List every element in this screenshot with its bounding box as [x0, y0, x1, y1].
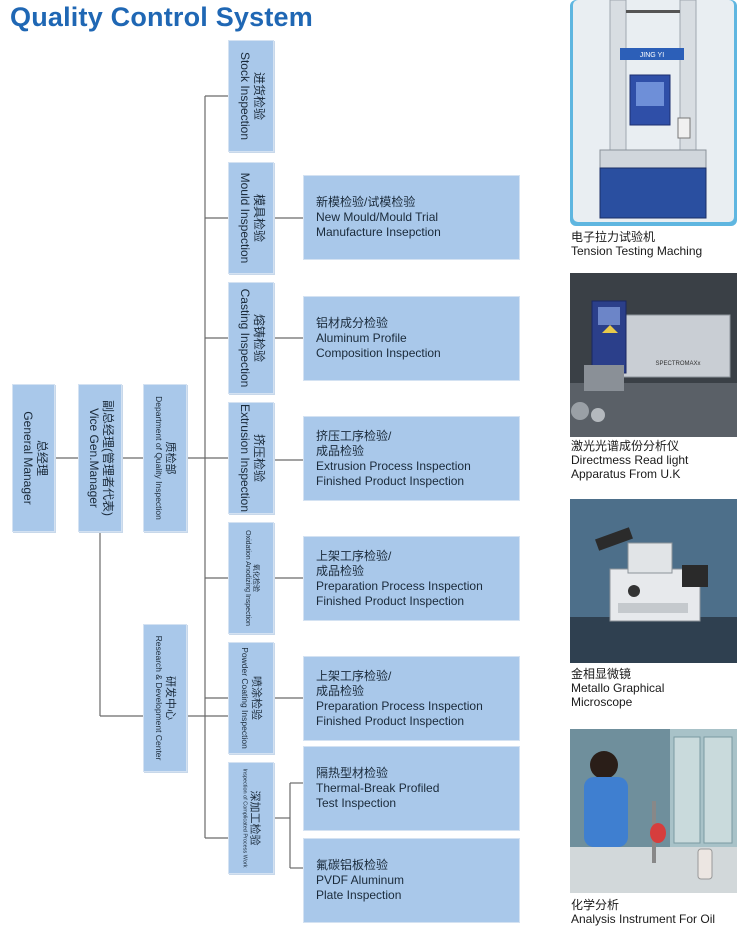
detail-line: Thermal-Break Profiled: [316, 781, 440, 795]
detail-line: 隔热型材检验: [316, 766, 389, 780]
vice-manager-box: 副总经理(管理者代表) Vice Gen.Manager: [78, 384, 122, 532]
rd-center-box: 研发中心 Research & Development Center: [143, 624, 187, 772]
detail-line: Finished Product Inspection: [316, 713, 465, 728]
inspection-en: Oxidation Anodizing Inspection: [244, 530, 251, 626]
detail-mould-box: 新模检验/试模检验 New Mould/Mould Trial Manufact…: [303, 175, 520, 260]
detail-line: 新模检验/试模检验: [316, 195, 416, 209]
detail-line: Finished Product Inspection: [316, 473, 465, 488]
general-manager-box: 总经理 General Manager: [12, 384, 55, 532]
caption-en: Analysis Instrument For Oil: [571, 912, 716, 926]
microscope-photo: [570, 499, 737, 663]
inspection-en: Mould Inspection: [238, 172, 252, 264]
caption-en: Tension Testing Maching: [571, 244, 703, 258]
detail-line: Test Inspection: [316, 796, 397, 810]
inspection-stock-box: 进货检验 Stock Inspection: [228, 40, 274, 152]
detail-line: 铝材成分检验: [316, 316, 389, 330]
inspection-powder-box: 喷涂检验 Powder Coating Inspection: [228, 642, 274, 754]
detail-line: Preparation Process Inspection: [316, 698, 483, 713]
general-manager-zh: 总经理: [34, 439, 49, 477]
detail-line: 成品检验: [316, 563, 365, 578]
inspection-oxidation-box: 氧化检验 Oxidation Anodizing Inspection: [228, 522, 274, 634]
quality-dept-en: Department of Quality Inspection: [154, 396, 165, 520]
inspection-en: Extrusion Inspection: [238, 403, 252, 513]
caption-en: Microscope: [571, 695, 633, 709]
detail-line: Manufacture Insepction: [316, 225, 441, 239]
inspection-casting-box: 熔铸检验 Casting Inspection: [228, 282, 274, 394]
caption-zh: 电子拉力试验机: [571, 230, 656, 244]
detail-line: 氟碳铝板检验: [316, 858, 389, 872]
inspection-mould-box: 模具检验 Mould Inspection: [228, 162, 274, 274]
inspection-zh: 喷涂检验: [250, 676, 263, 720]
inspection-zh: 进货检验: [251, 71, 266, 120]
general-manager-en: General Manager: [20, 411, 35, 505]
caption-en: Directmess Read light: [571, 453, 689, 467]
detail-line: PVDF Aluminum: [316, 873, 405, 887]
caption-zh: 金相显微镜: [571, 667, 632, 681]
detail-line: 成品检验: [316, 443, 365, 458]
spectrometer-label: SPECTROMAXx: [655, 361, 700, 367]
detail-line: Aluminum Profile: [316, 331, 407, 345]
quality-dept-zh: 质检部: [164, 441, 177, 475]
inspection-en: Inspection of Complicated Process Work: [241, 768, 248, 868]
inspection-en: Casting Inspection: [238, 288, 252, 388]
page-title: Quality Control System: [10, 2, 313, 32]
detail-line: 上架工序检验/: [316, 668, 392, 683]
spectrometer-photo: SPECTROMAXx: [570, 273, 737, 437]
inspection-complicated-box: 深加工检验 Inspection of Complicated Process …: [228, 762, 274, 874]
detail-line: 上架工序检验/: [316, 548, 392, 563]
quality-dept-box: 质检部 Department of Quality Inspection: [143, 384, 187, 532]
caption-spectrometer: 激光光谱成份分析仪 Directmess Read light Apparatu…: [571, 439, 688, 481]
inspection-en: Stock Inspection: [238, 51, 252, 141]
vice-manager-en: Vice Gen.Manager: [87, 408, 101, 508]
caption-en: Apparatus From U.K: [571, 467, 681, 481]
inspection-en: Powder Coating Inspection: [240, 647, 251, 749]
detail-powder-box: 上架工序检验/ 成品检验 Preparation Process Inspect…: [303, 656, 520, 741]
caption-chemical: 化学分析 Analysis Instrument For Oil: [571, 898, 715, 926]
detail-line: Extrusion Process Inspection: [316, 458, 471, 473]
caption-zh: 化学分析: [571, 898, 620, 912]
detail-thermal-box: 隔热型材检验 Thermal-Break Profiled Test Inspe…: [303, 746, 520, 831]
detail-line: Composition Inspection: [316, 346, 441, 360]
detail-line: New Mould/Mould Trial: [316, 210, 439, 224]
detail-line: Plate Inspection: [316, 888, 402, 902]
vice-manager-zh: 副总经理(管理者代表): [100, 400, 115, 516]
caption-zh: 激光光谱成份分析仪: [571, 439, 680, 453]
rd-center-zh: 研发中心: [164, 675, 177, 720]
detail-line: 成品检验: [316, 683, 365, 698]
detail-pvdf-box: 氟碳铝板检验 PVDF Aluminum Plate Inspection: [303, 838, 520, 923]
detail-extrusion-box: 挤压工序检验/ 成品检验 Extrusion Process Inspectio…: [303, 416, 520, 501]
caption-tension: 电子拉力试验机 Tension Testing Maching: [571, 230, 702, 258]
caption-microscope: 金相显微镜 Metallo Graphical Microscope: [571, 667, 664, 709]
detail-casting-box: 铝材成分检验 Aluminum Profile Composition Insp…: [303, 296, 520, 381]
chemical-analysis-photo: [570, 729, 737, 893]
inspection-zh: 模具检验: [251, 193, 266, 243]
detail-line: 挤压工序检验/: [316, 428, 392, 443]
rd-center-en: Research & Development Center: [154, 635, 165, 761]
inspection-zh: 深加工检验: [248, 790, 261, 846]
detail-line: Finished Product Inspection: [316, 593, 465, 608]
inspection-zh: 熔铸检验: [251, 313, 266, 363]
caption-en: Metallo Graphical: [571, 681, 665, 695]
inspection-zh: 氧化检验: [252, 563, 260, 592]
inspection-zh: 挤压检验: [251, 433, 266, 482]
detail-oxidation-box: 上架工序检验/ 成品检验 Preparation Process Inspect…: [303, 536, 520, 621]
tension-testing-machine-photo: JING YI: [570, 0, 737, 226]
machine-label: JING YI: [640, 52, 664, 59]
inspection-extrusion-box: 挤压检验 Extrusion Inspection: [228, 402, 274, 514]
detail-line: Preparation Process Inspection: [316, 578, 483, 593]
